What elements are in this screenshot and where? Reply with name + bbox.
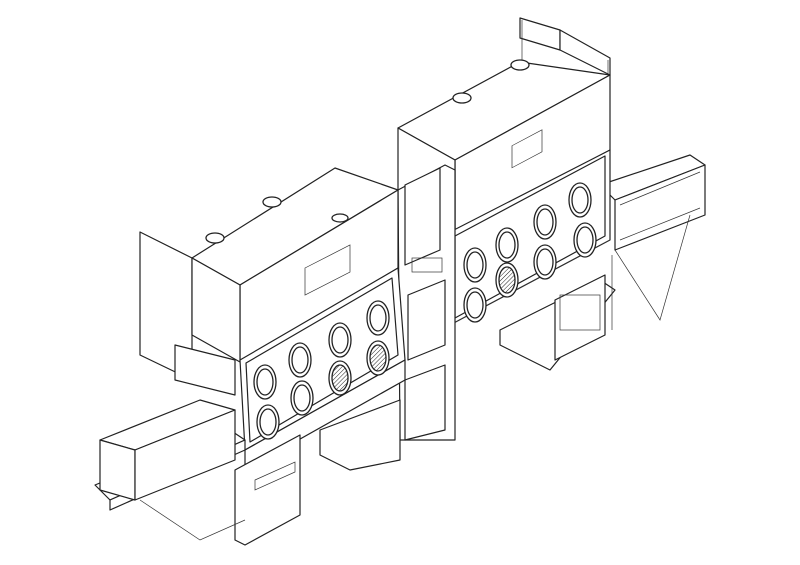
right-stand — [499, 274, 616, 371]
left-side-panel — [139, 231, 236, 396]
glove-port — [498, 231, 516, 259]
glove-port — [293, 384, 311, 412]
glove-port — [571, 186, 589, 214]
left-glovebox — [239, 267, 406, 471]
left-transfer-box — [94, 399, 246, 541]
glove-port — [331, 364, 349, 392]
glove-port — [576, 226, 594, 254]
right-conveyor — [599, 154, 706, 330]
glove-port — [536, 248, 554, 276]
center-column — [397, 164, 456, 441]
glove-port — [369, 304, 387, 332]
glove-ports — [253, 182, 597, 440]
glove-port — [466, 251, 484, 279]
left-base — [234, 399, 401, 546]
glove-port — [498, 266, 516, 294]
left-hood — [191, 167, 399, 363]
glove-port — [536, 208, 554, 236]
glove-port — [331, 326, 349, 354]
glove-port — [466, 291, 484, 319]
glove-port — [291, 346, 309, 374]
glove-port — [256, 368, 274, 396]
glove-port — [259, 408, 277, 436]
glove-port — [369, 344, 387, 372]
